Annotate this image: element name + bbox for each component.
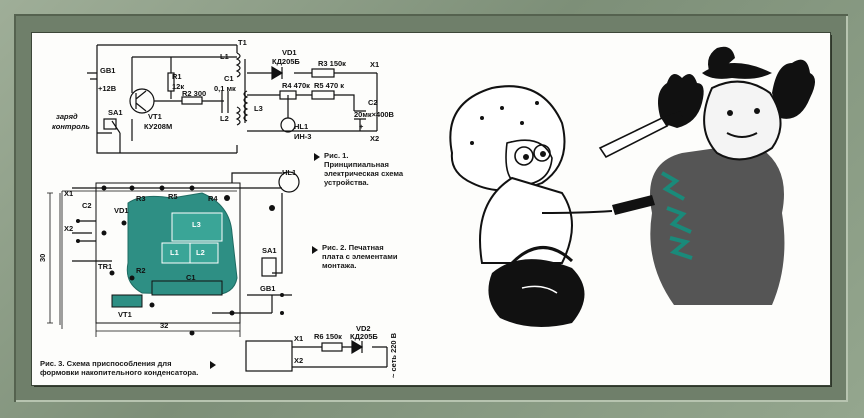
voltage-label: +12В — [98, 84, 117, 93]
fig2-caption: Рис. 2. Печатная плата с элементами монт… — [322, 243, 398, 270]
r1-value-label: 12к — [172, 82, 184, 91]
vt1-type-label: КУ208М — [144, 122, 172, 131]
board-l3-label: L3 — [192, 220, 201, 229]
spark-icon — [661, 171, 685, 201]
x1-terminal-label: X1 — [370, 60, 379, 69]
grandma-headscarf — [449, 85, 566, 192]
c2-polarity-label: + — [359, 122, 364, 131]
fixture-vd2-type-label: КД205Б — [350, 332, 378, 341]
victim-left-hand — [658, 74, 704, 128]
l3-label: L3 — [254, 104, 263, 113]
vt1-label: VT1 — [148, 112, 162, 121]
mode-control-label: контроль — [52, 122, 90, 131]
fixture-x1-label: X1 — [294, 334, 303, 343]
board-r3-label: R3 — [136, 194, 146, 203]
r1-label: R1 — [172, 72, 182, 81]
schematics-figure: GB1 +12В SA1 заряд контроль VT1 КУ208М R… — [38, 38, 398, 378]
article-page: GB1 +12В SA1 заряд контроль VT1 КУ208М R… — [32, 33, 830, 385]
l1-label: L1 — [220, 52, 229, 61]
r3-label: R3 150к — [318, 59, 346, 68]
fixture-x2-label: X2 — [294, 356, 303, 365]
r2-label: R2 300 — [182, 89, 206, 98]
knife — [598, 116, 669, 159]
mains-label: ~ сеть 220 В — [389, 332, 398, 378]
fig1-caption: Рис. 1. Принципиальная электрическая схе… — [324, 151, 404, 187]
gb1-label: GB1 — [100, 66, 115, 75]
board-r5-label: R5 — [168, 192, 178, 201]
grandma-body — [479, 176, 573, 264]
hl1-label: HL1 — [294, 122, 308, 131]
board-hl1-label: HL1 — [282, 168, 296, 177]
fig2-caption-marker — [312, 246, 318, 254]
cartoon-illustration — [449, 46, 815, 327]
c1-value-label: 0,1 мк — [214, 84, 236, 93]
fixture-r6-label: R6 150к — [314, 332, 342, 341]
vd1-type-label: КД205Б — [272, 57, 300, 66]
handbag — [488, 259, 585, 327]
board-l2-label: L2 — [196, 248, 205, 257]
r5-label: R5 470 к — [314, 81, 344, 90]
r4-label: R4 470к — [282, 81, 310, 90]
fixture-vd2-label: VD2 — [356, 324, 371, 333]
sa1-label: SA1 — [108, 108, 123, 117]
board-r4-label: R4 — [208, 194, 218, 203]
board-c1-label: C1 — [186, 273, 196, 282]
l2-label: L2 — [220, 114, 229, 123]
board-x2-label: X2 — [64, 224, 73, 233]
board-height-dim: 30 — [38, 254, 47, 262]
fig1-caption-marker — [314, 153, 320, 161]
board-tr1-label: TR1 — [98, 262, 112, 271]
board-r2-label: R2 — [136, 266, 146, 275]
hl1-type-label: ИН-3 — [294, 132, 311, 141]
board-c2-label: C2 — [82, 201, 92, 210]
c1-label: C1 — [224, 74, 234, 83]
board-vd1-label: VD1 — [114, 206, 129, 215]
x2-terminal-label: X2 — [370, 134, 379, 143]
victim-right-hand — [772, 59, 815, 119]
board-l1-label: L1 — [170, 248, 179, 257]
fig3-caption: Рис. 3. Схема приспособления для формовк… — [40, 359, 199, 377]
mode-charge-label: заряд — [56, 112, 78, 121]
board-x1-label: X1 — [64, 189, 73, 198]
vd1-label: VD1 — [282, 48, 297, 57]
board-gb1-label: GB1 — [260, 284, 275, 293]
c2-label: C2 — [368, 98, 378, 107]
board-sa1-label: SA1 — [262, 246, 277, 255]
victim-head — [703, 80, 782, 161]
t1-label: T1 — [238, 38, 247, 47]
board-vt1-label: VT1 — [118, 310, 132, 319]
fig3-caption-marker — [210, 361, 216, 369]
board-width-dim: 32 — [160, 321, 168, 330]
victim-body — [650, 143, 785, 305]
c2-value-label: 20мк×400В — [354, 110, 395, 119]
stun-device — [612, 195, 655, 215]
